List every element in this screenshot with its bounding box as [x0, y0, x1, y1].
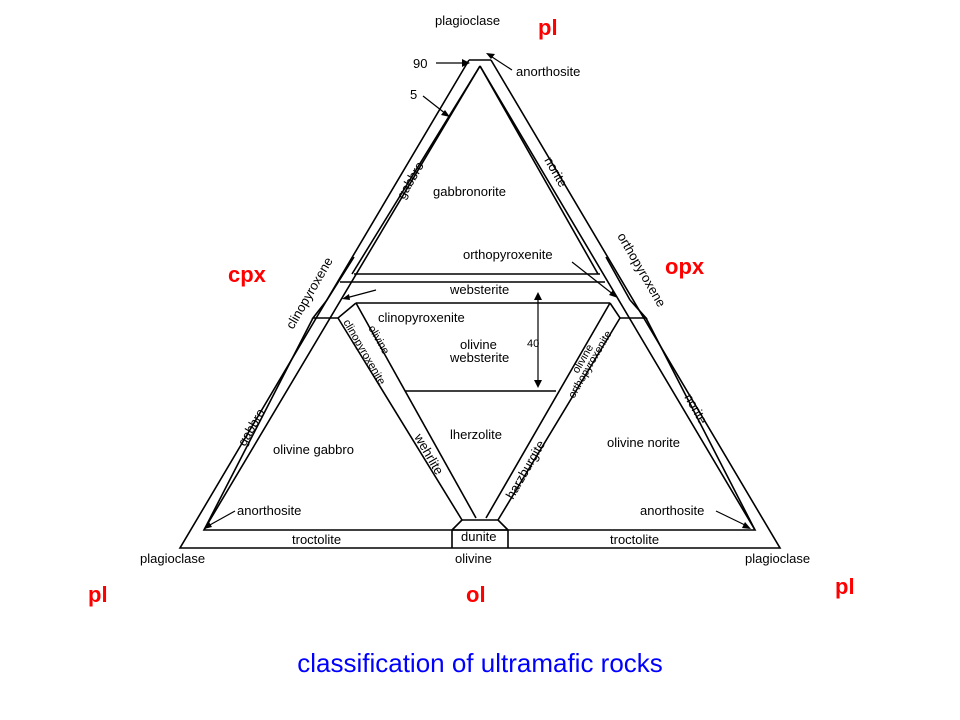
arrows [204, 53, 751, 529]
top-triangle-lines [326, 65, 631, 392]
troctolite-right: troctolite [610, 532, 659, 547]
anorthosite-top: anorthosite [516, 64, 580, 79]
clinopyroxene-side-label: clinopyroxene [283, 255, 336, 332]
websterite-label: websterite [449, 282, 509, 297]
norite-top-edge: norite [541, 154, 570, 190]
olivine-websterite-line-2: websterite [449, 350, 509, 365]
corner-label-bottom-right: pl [835, 574, 855, 599]
vertex-label-bottom-center: olivine [455, 551, 492, 566]
lherzolite-field: lherzolite [450, 427, 502, 442]
troctolite-left: troctolite [292, 532, 341, 547]
corner-label-bottom-left: pl [88, 582, 108, 607]
anorthosite-left: anorthosite [237, 503, 301, 518]
inner-structure [203, 299, 756, 548]
vertex-label-top: plagioclase [435, 13, 500, 28]
marker-90: 90 [413, 56, 427, 71]
dunite-field: dunite [461, 529, 496, 544]
norite-right-edge: norite [681, 391, 710, 427]
outer-frame [178, 59, 782, 549]
corner-label-top: pl [538, 15, 558, 40]
olivine-norite-field: olivine norite [607, 435, 680, 450]
anorthosite-right: anorthosite [640, 503, 704, 518]
orthopyroxene-side-label: orthopyroxene [614, 230, 669, 309]
clinopyroxenite-label: clinopyroxenite [378, 310, 465, 325]
olivine-gabbro-field: olivine gabbro [273, 442, 354, 457]
olivine-websterite-line-1: olivine [460, 337, 497, 352]
harzburgite-label: harzburgite [503, 438, 549, 502]
corner-label-right: opx [665, 254, 705, 279]
orthopyroxenite-label: orthopyroxenite [463, 247, 553, 262]
caption: classification of ultramafic rocks [297, 648, 663, 678]
marker-5: 5 [410, 87, 417, 102]
scale-40: 40 [527, 338, 539, 350]
wehrlite-label: wehrlite [411, 430, 447, 477]
gabbronorite-field: gabbronorite [433, 184, 506, 199]
vertex-label-bottom-left: plagioclase [140, 551, 205, 566]
corner-label-bottom-center: ol [466, 582, 486, 607]
vertex-label-bottom-right: plagioclase [745, 551, 810, 566]
corner-label-left: cpx [228, 262, 267, 287]
gabbro-left-edge: gabbro [235, 406, 268, 449]
